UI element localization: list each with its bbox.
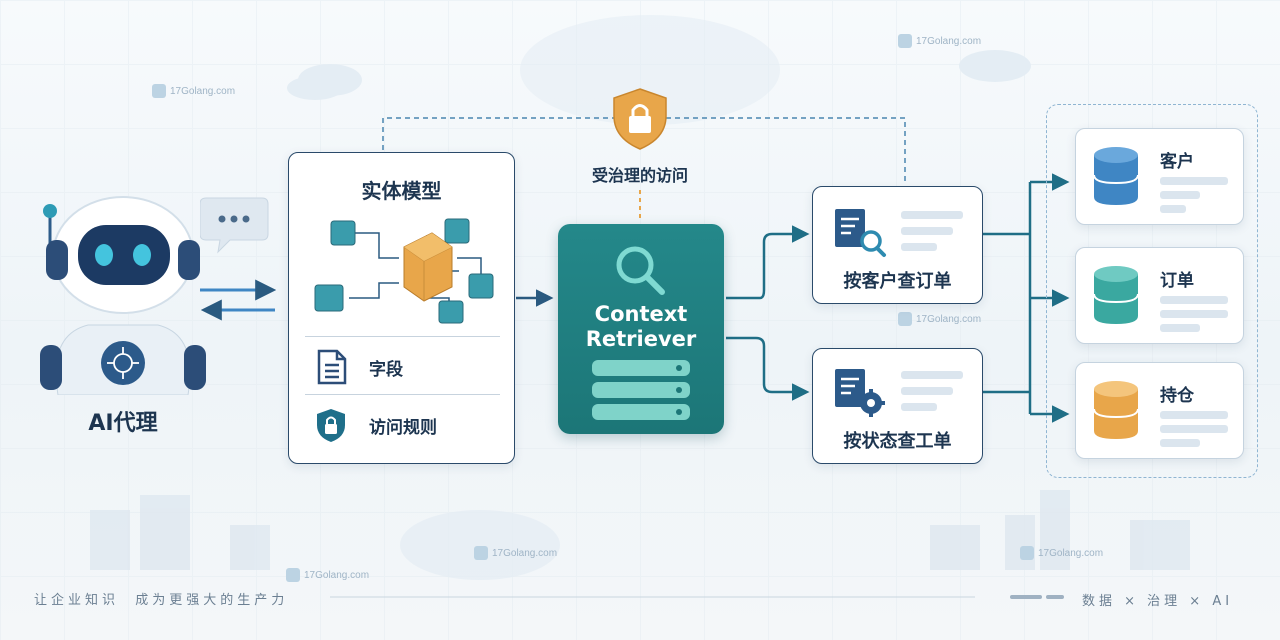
- entity-model-title: 实体模型: [361, 179, 442, 203]
- database-icon: [1093, 381, 1139, 439]
- entity-model-card: 实体模型 字段: [288, 152, 515, 464]
- database-icon: [1093, 266, 1139, 324]
- watermark: 17Golang.com: [898, 34, 981, 48]
- watermark: 17Golang.com: [474, 546, 557, 560]
- database-label: 客户: [1160, 152, 1194, 172]
- server-stack-icon: [592, 360, 690, 420]
- database-label: 订单: [1160, 271, 1194, 291]
- watermark: 17Golang.com: [152, 84, 235, 98]
- query-placeholder-lines: [901, 371, 965, 411]
- retriever-title: Context Retriever: [558, 302, 724, 352]
- database-icon: [1093, 147, 1139, 205]
- query-placeholder-lines: [901, 211, 965, 251]
- footer-slogan: 让企业知识 成为更强大的生产力: [34, 593, 289, 608]
- watermark: 17Golang.com: [898, 312, 981, 326]
- database-label: 持仓: [1160, 386, 1194, 406]
- watermark: 17Golang.com: [1020, 546, 1103, 560]
- agent-label: AI代理: [88, 411, 158, 436]
- database-card-customers: 客户: [1075, 128, 1244, 225]
- entity-item-fields: 字段: [317, 349, 403, 385]
- query-label: 按状态查工单: [843, 431, 952, 452]
- watermark: 17Golang.com: [286, 568, 369, 582]
- entity-graph-icon: [314, 218, 494, 324]
- database-panel: [1046, 104, 1258, 478]
- database-card-orders: 订单: [1075, 247, 1244, 344]
- database-placeholder-lines: [1160, 411, 1228, 447]
- magnifier-icon: [616, 246, 665, 295]
- query-card-tickets-by-status: 按状态查工单: [812, 348, 983, 464]
- robot-icon: [40, 196, 206, 396]
- shield-lock-icon: [317, 409, 345, 442]
- document-gear-icon: [835, 369, 885, 417]
- governance-shield-icon: [613, 88, 667, 150]
- database-placeholder-lines: [1160, 177, 1228, 213]
- context-retriever-card: Context Retriever: [558, 224, 724, 434]
- retriever-title-line1: Context: [594, 302, 688, 326]
- query-card-orders-by-customer: 按客户查订单: [812, 186, 983, 304]
- governed-access-label: 受治理的访问: [591, 166, 688, 185]
- database-placeholder-lines: [1160, 296, 1228, 332]
- query-label: 按客户查订单: [843, 271, 952, 292]
- footer-tagline: 数据 × 治理 × AI: [1082, 594, 1234, 609]
- entity-item-access-rules: 访问规则: [315, 407, 437, 443]
- entity-item-label: 字段: [369, 359, 403, 380]
- chat-bubble-icon: [200, 197, 269, 254]
- document-icon: [317, 349, 347, 385]
- ai-agent: AI代理: [28, 195, 218, 436]
- database-card-holdings: 持仓: [1075, 362, 1244, 459]
- document-search-icon: [835, 209, 886, 257]
- entity-item-label: 访问规则: [369, 417, 437, 438]
- retriever-title-line2: Retriever: [585, 327, 697, 351]
